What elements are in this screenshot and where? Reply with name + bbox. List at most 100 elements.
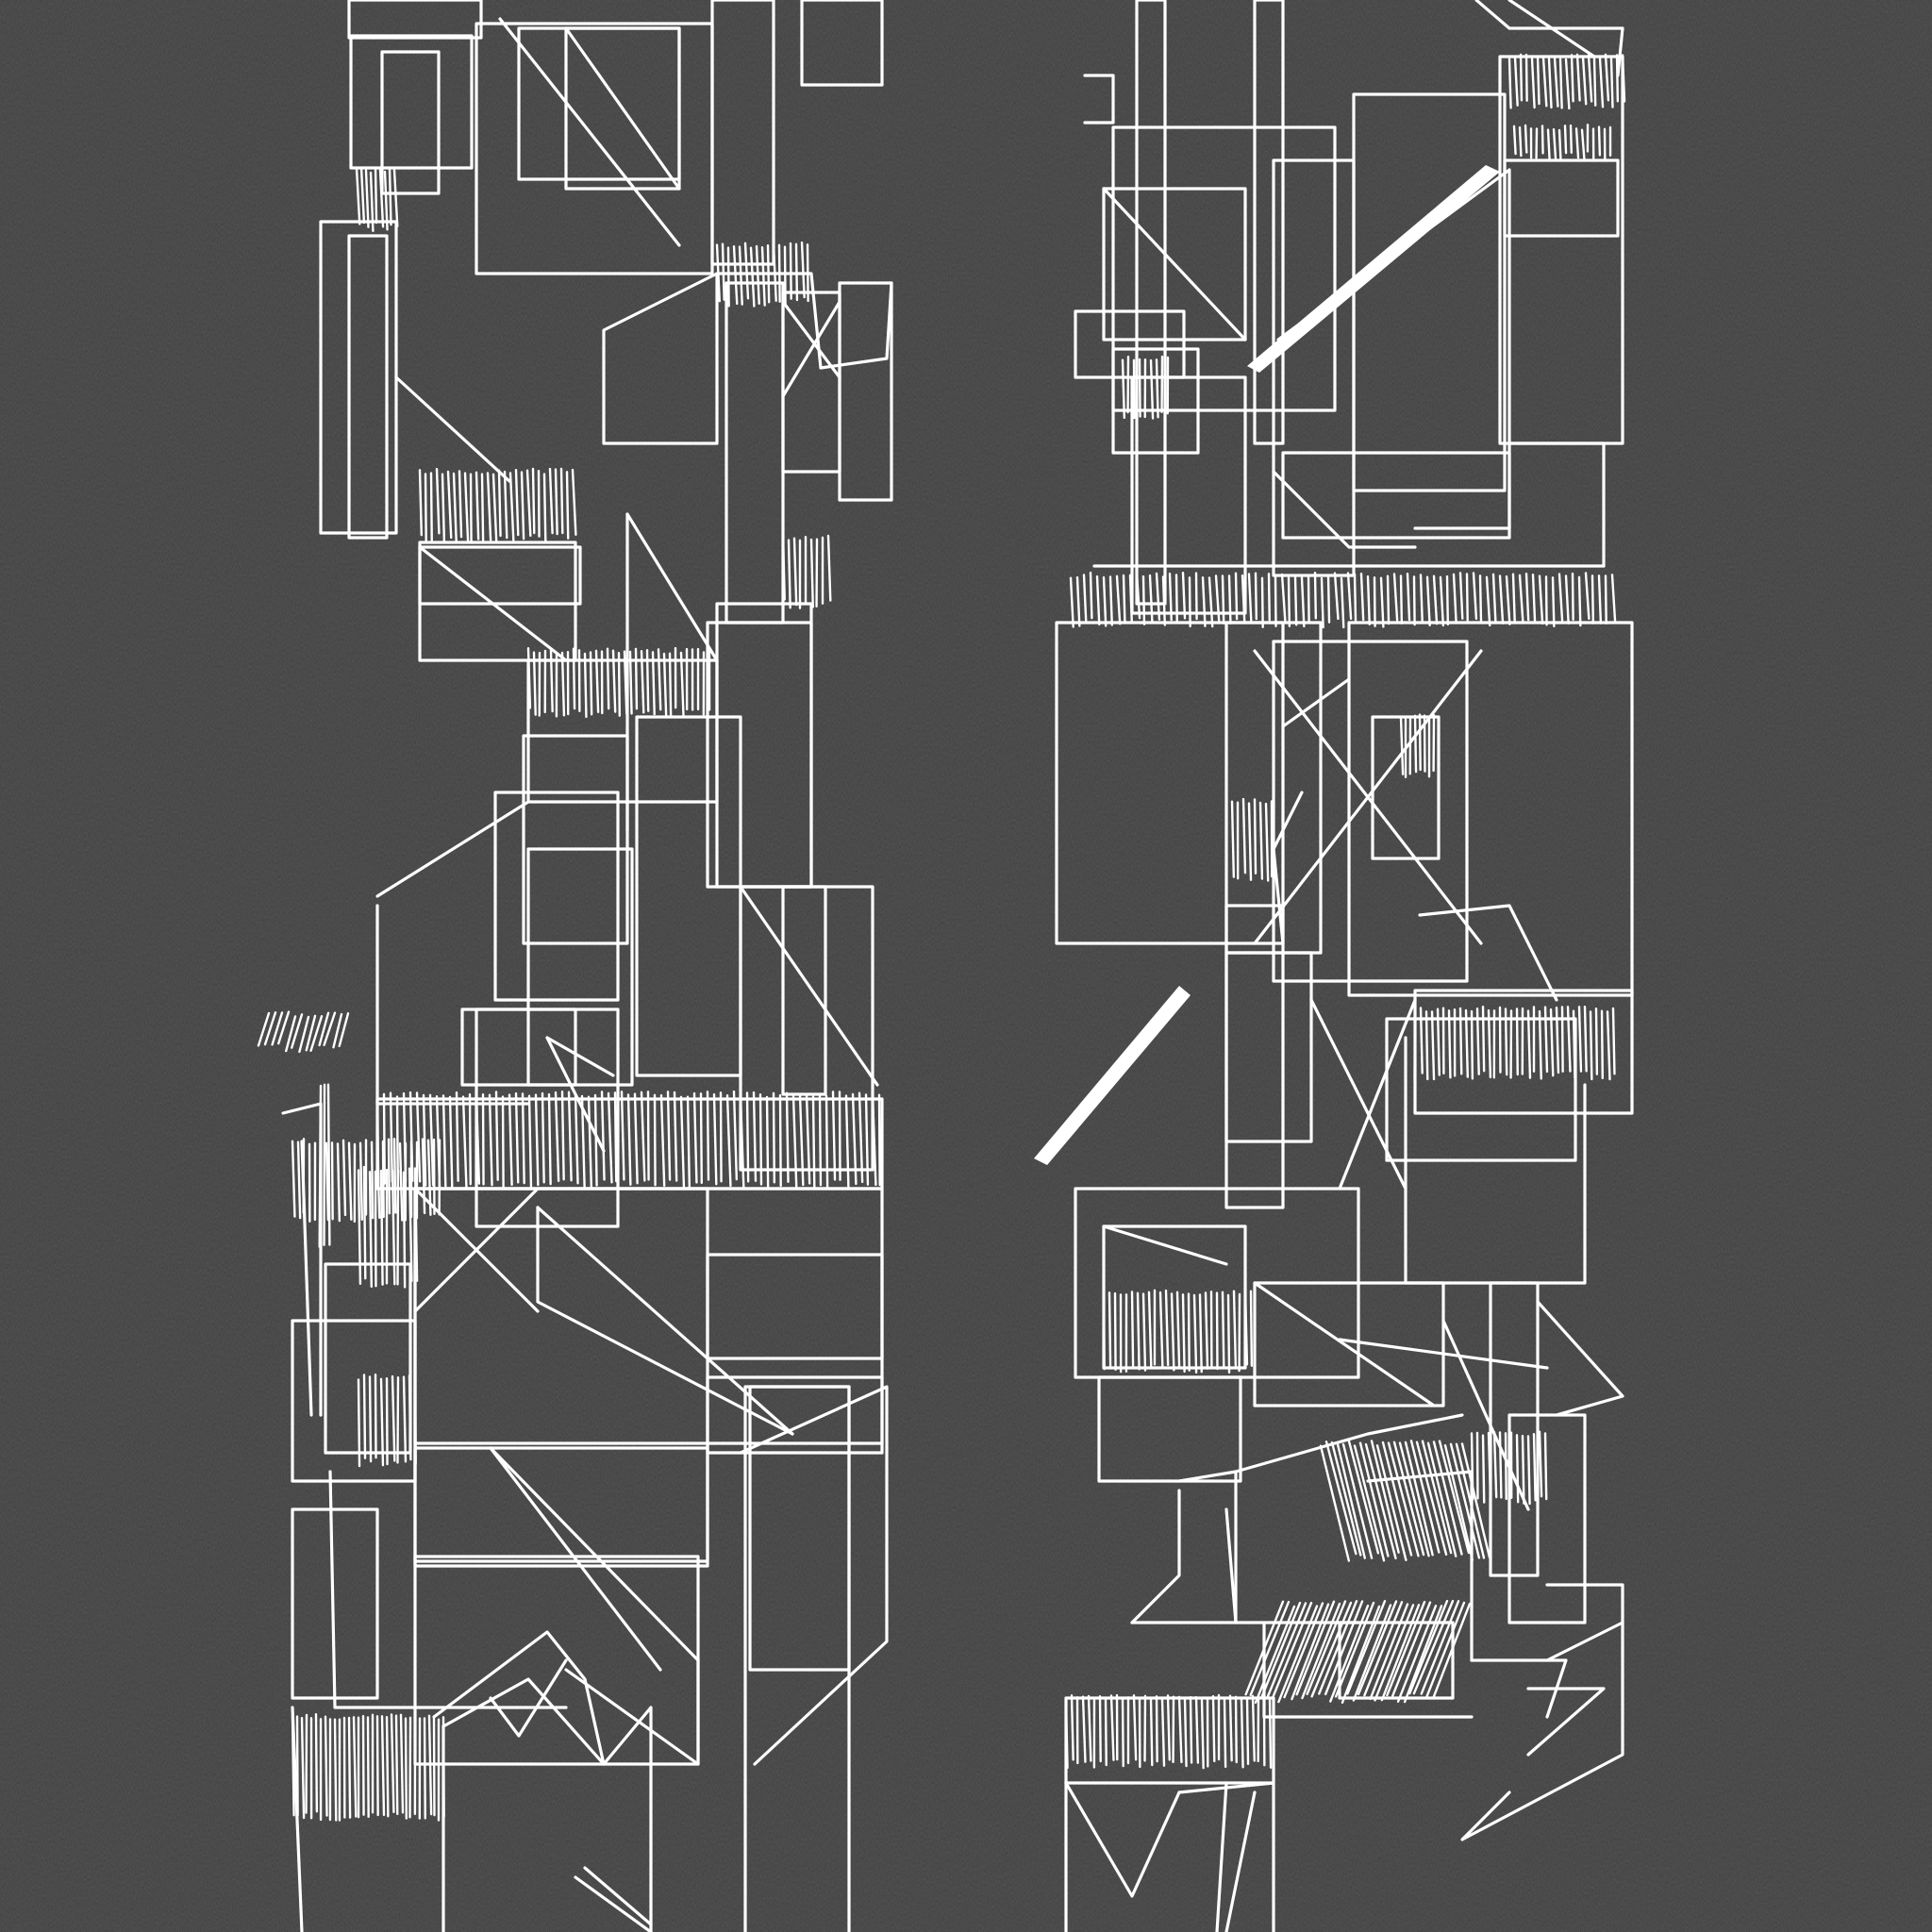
hatch-stroke [1330,1441,1362,1557]
hatch-stroke [1258,801,1264,880]
hatch-stroke [1295,1600,1336,1696]
hatch-stroke [1187,1292,1191,1372]
hatch-stroke [1609,57,1614,108]
hatch-stroke [1418,713,1422,772]
hatch-stroke [1399,716,1405,775]
hatch-stroke [1272,1601,1313,1698]
hatch-stroke [257,1011,271,1047]
hatch-stroke [824,1094,829,1189]
hatch-stroke [1544,575,1548,626]
hatch-stroke [1443,1443,1474,1561]
hatch-stroke [712,1092,718,1186]
hatch-stroke [1592,56,1597,107]
hatch-stroke [1221,575,1225,625]
hatch-stroke [1597,575,1603,625]
hatch-stroke [1552,127,1557,160]
hatch-stroke [1526,1009,1532,1079]
hatch-stroke [559,467,564,535]
hatch-stroke [1266,1602,1307,1699]
hatch-stroke [653,1093,657,1187]
hatch-stroke [1541,125,1544,155]
hatch-stroke [1200,1699,1205,1770]
hatch-stroke [491,473,498,543]
hatch-stroke [1519,53,1524,102]
hatch-stroke [749,246,756,308]
hatch-stroke [481,1093,485,1186]
hatch-stroke [368,1171,373,1289]
hatch-stroke [640,649,645,714]
hatch-stroke [1211,1694,1216,1763]
hatch-stroke [263,1011,277,1046]
hatch-stroke [428,1093,435,1187]
hatch-stroke [765,1095,770,1191]
hatch-stroke [1293,575,1298,626]
hatch-stroke [1234,1695,1238,1764]
hatch-stroke [1487,1008,1492,1079]
hatch-stroke [1597,125,1602,157]
hatch-stroke [732,1090,739,1181]
hatch-stroke [537,469,541,538]
hatch-stroke [1594,1008,1599,1075]
hatch-stroke [1095,575,1101,626]
hatch-stroke [1524,53,1528,102]
hatch-stroke [452,472,458,542]
hatch-stroke [325,1141,330,1222]
hatch-stroke [1373,576,1376,627]
hatch-stroke [1460,1442,1491,1559]
hatch-stroke [1087,1694,1092,1762]
hatch-stroke [554,1091,560,1183]
hatch-stroke [369,171,375,233]
hatch-stroke [1409,1440,1441,1554]
hatch-stroke [1158,1291,1164,1370]
hatch-stroke [380,1715,386,1817]
hatch-stroke [633,1092,639,1185]
hatch-stroke [1498,1431,1503,1499]
hatch-stroke [1600,1009,1605,1080]
hatch-stroke [1583,1006,1588,1073]
hatch-stroke [1604,53,1610,102]
hatch-stroke [549,649,554,713]
hatch-stroke [666,1091,672,1181]
hatch-stroke [1358,1441,1390,1557]
hatch-stroke [326,1083,331,1246]
hatch-stroke [1392,573,1399,622]
hatch-stroke [455,1091,459,1182]
hatch-stroke [1574,127,1580,159]
hatch-stroke [1521,1435,1525,1505]
hatch-stroke [1175,1291,1181,1369]
hatch-stroke [1478,575,1483,625]
hatch-stroke [645,649,650,712]
hatch-stroke [1277,1605,1319,1704]
hatch-stroke [1386,1600,1426,1697]
hatch-stroke [277,1010,291,1045]
hatch-stroke [323,1011,337,1046]
hatch-stroke [1148,574,1154,625]
hatch-stroke [1475,1008,1480,1075]
hatch-stroke [1425,1601,1466,1698]
hatch-stroke [514,469,520,537]
hatch-stroke [1515,1434,1520,1504]
hatch-stroke [398,1141,404,1222]
hatch-stroke [1333,572,1340,621]
left-tower-hatching [257,166,881,1822]
hatch-stroke [525,469,532,538]
hatch-stroke [623,650,628,715]
hatch-stroke [475,471,480,541]
hatch-stroke [1370,1440,1400,1554]
hatch-stroke [347,1141,353,1221]
hatch-stroke [1577,1006,1583,1073]
hatch-stroke [1147,1291,1153,1369]
hatch-stroke [1108,1291,1112,1370]
hatch-stroke [785,1091,790,1183]
hatch-stroke [809,538,814,608]
hatch-stroke [752,1091,758,1182]
hatch-stroke [1412,575,1416,626]
hatch-stroke [1132,1693,1138,1761]
hatch-stroke [547,1092,552,1186]
hatch-stroke [1445,575,1450,626]
hatch-stroke [766,243,771,304]
hatch-stroke [755,244,760,306]
hatch-stroke [441,473,446,543]
hatch-stroke [571,468,577,536]
hatch-stroke [1300,576,1306,628]
